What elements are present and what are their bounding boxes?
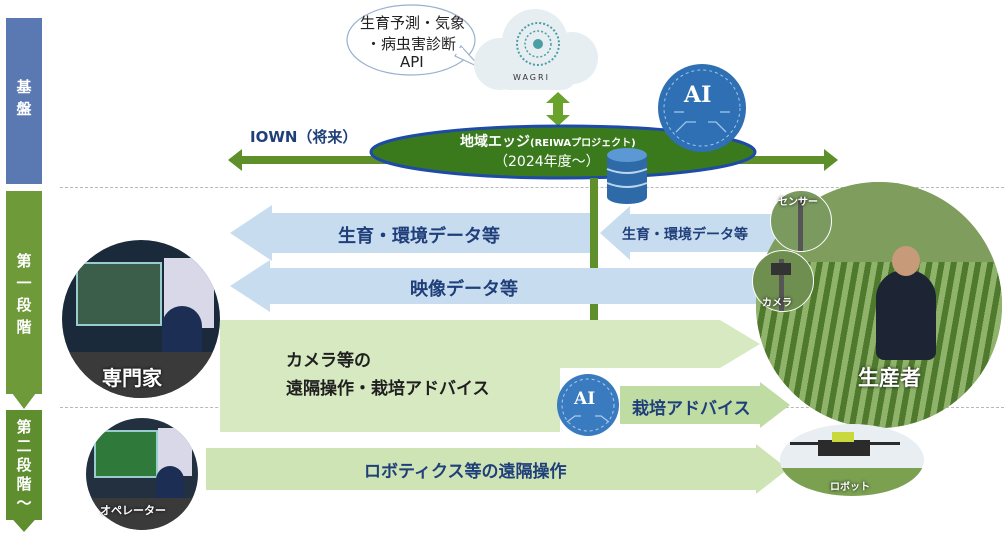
advice-label: 栽培アドバイス: [632, 399, 751, 419]
robot-field: [780, 468, 924, 496]
api-line2: ・病虫害診断: [366, 35, 457, 53]
edge-year: （2024年度〜）: [494, 154, 600, 170]
cloud-edge-arrow: [546, 92, 570, 126]
robot-tank: [832, 432, 854, 442]
ai-label-bottom: AI: [574, 389, 596, 409]
producer-head: [892, 246, 920, 276]
expert-screen: [76, 262, 162, 326]
ai-chip-icon-top: [658, 64, 746, 152]
camera-caption: カメラ: [762, 298, 792, 309]
band-stage1-label: 第一段階: [16, 252, 32, 336]
ai-label-top: AI: [684, 82, 712, 108]
growth-data-label-small: 生育・環境データ等: [622, 227, 748, 243]
band-stage2: [6, 410, 42, 520]
api-line1: 生育予測・気象: [360, 14, 466, 32]
band-stage1: [6, 191, 42, 394]
sensor-pole: [798, 201, 803, 251]
remote-line1: カメラ等の: [286, 351, 371, 371]
camera-photo: [752, 250, 814, 312]
operator-desk: [86, 498, 198, 530]
remote-operation-arrow: [220, 320, 760, 432]
growth-data-arrow-small: [600, 206, 780, 260]
separator-1: [60, 187, 1004, 188]
operator-screen: [94, 430, 158, 478]
ai-chip-icon-bottom: [557, 374, 619, 436]
growth-data-label: 生育・環境データ等: [338, 226, 500, 247]
operator-photo: [86, 418, 198, 530]
band-base: [6, 18, 42, 184]
iown-label: IOWN（将来）: [250, 128, 358, 146]
robot-caption: ロボット: [830, 482, 870, 493]
band-stage1-arrow: [6, 385, 42, 409]
camera-pole: [779, 259, 784, 311]
api-line3: API: [400, 53, 424, 71]
operator-caption: オペレーター: [100, 504, 166, 517]
robot-photo: [780, 424, 924, 496]
regional-edge: [369, 124, 757, 180]
edge-project: (REIWAプロジェクト): [530, 138, 636, 149]
band-stage2-arrow: [6, 512, 42, 532]
expert-caption: 専門家: [102, 366, 162, 390]
growth-data-arrow: [230, 205, 590, 261]
producer-person: [876, 270, 936, 360]
sensor-photo: [770, 190, 832, 252]
edge-title-main: 地域エッジ: [460, 134, 530, 150]
robotics-arrow: [206, 444, 788, 494]
band-base-label: 基盤: [16, 78, 32, 118]
remote-line2: 遠隔操作・栽培アドバイス: [286, 379, 490, 399]
edge-title: 地域エッジ(REIWAプロジェクト): [460, 131, 636, 151]
producer-caption: 生産者: [858, 366, 921, 390]
database-icon: [606, 148, 648, 204]
advice-arrow: [620, 382, 790, 428]
robot-arm: [790, 442, 900, 445]
camera-box: [771, 263, 791, 275]
video-data-arrow: [230, 260, 770, 312]
band-stage2-label: 第二段階〜: [16, 418, 32, 512]
sensor-caption: センサー: [778, 197, 818, 208]
video-data-label: 映像データ等: [410, 279, 518, 300]
wagri-logo: WAGRI: [513, 73, 550, 82]
expert-desk: [62, 352, 220, 398]
wagri-cloud-icon: [474, 9, 598, 90]
expert-photo: [62, 240, 220, 398]
robotics-label: ロボティクス等の遠隔操作: [364, 462, 567, 482]
